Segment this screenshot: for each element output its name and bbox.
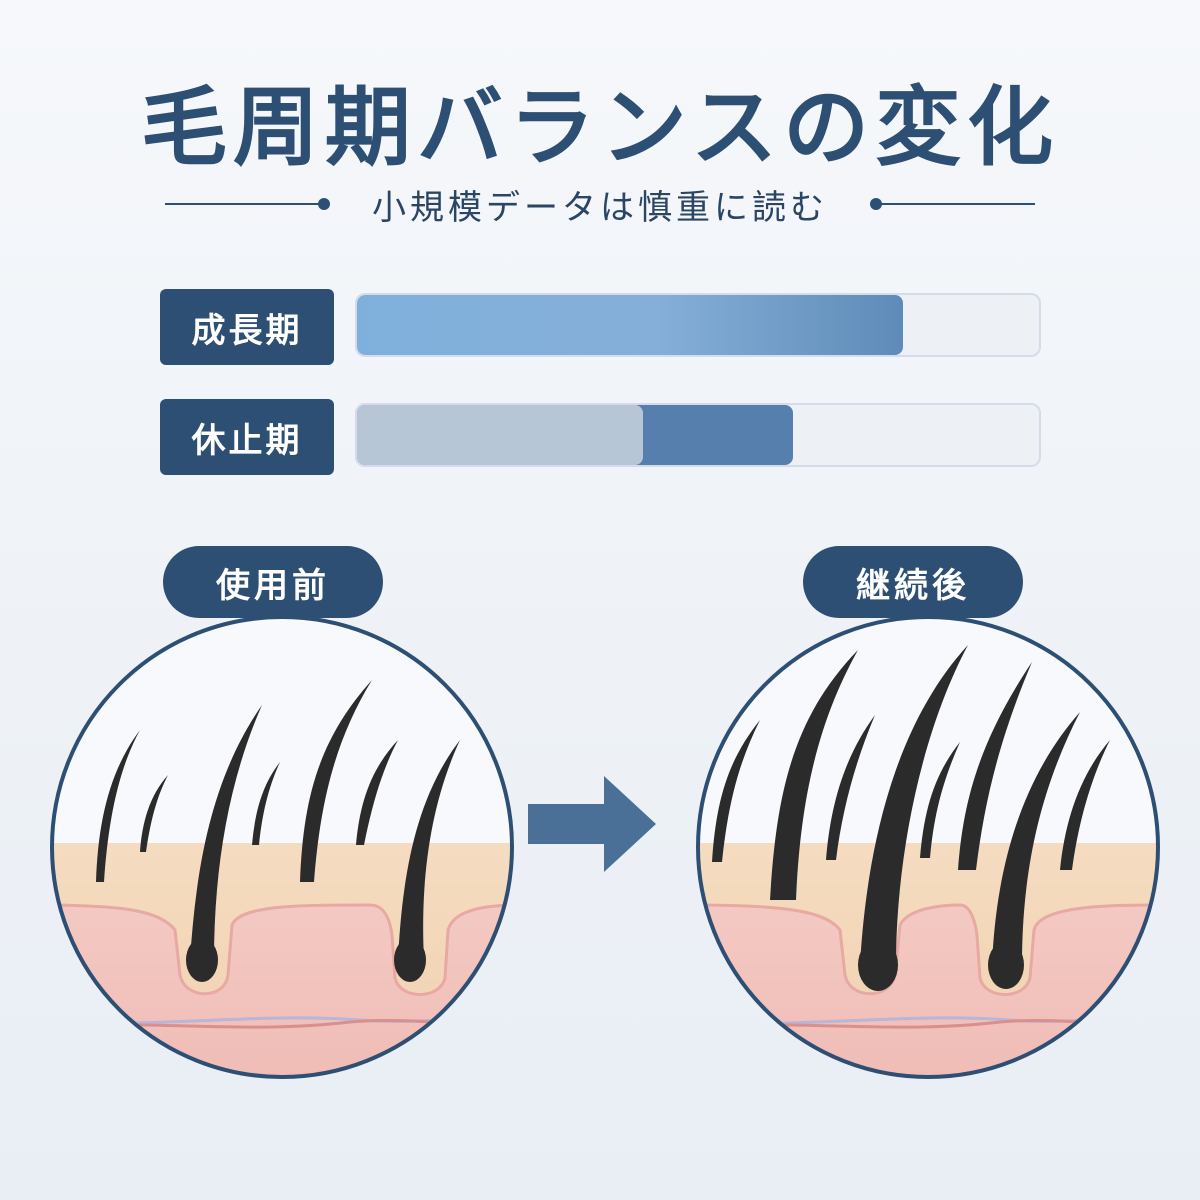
after-hairs	[712, 645, 1110, 991]
arrow-right-icon	[528, 776, 656, 872]
bar-row-resting: 休止期	[160, 399, 1041, 475]
after-circle	[696, 615, 1160, 1079]
bar-fill-growth	[357, 295, 903, 355]
bar-row-growth: 成長期	[160, 289, 1041, 365]
subtitle-row: 小規模データは慎重に読む	[165, 180, 1035, 228]
bar-label-resting: 休止期	[160, 399, 334, 475]
subtitle-divider-left	[165, 198, 330, 210]
before-circle	[50, 615, 514, 1079]
bar-fill-resting-inner	[357, 405, 644, 465]
bar-track-growth	[355, 293, 1041, 357]
after-label: 継続後	[803, 546, 1023, 618]
bar-track-resting	[355, 403, 1041, 467]
before-hairs	[96, 680, 460, 982]
page-title: 毛周期バランスの変化	[140, 78, 1060, 178]
subtitle: 小規模データは慎重に読む	[372, 187, 828, 228]
before-label: 使用前	[163, 546, 383, 618]
subtitle-divider-right	[870, 198, 1035, 210]
bar-label-growth: 成長期	[160, 289, 334, 365]
